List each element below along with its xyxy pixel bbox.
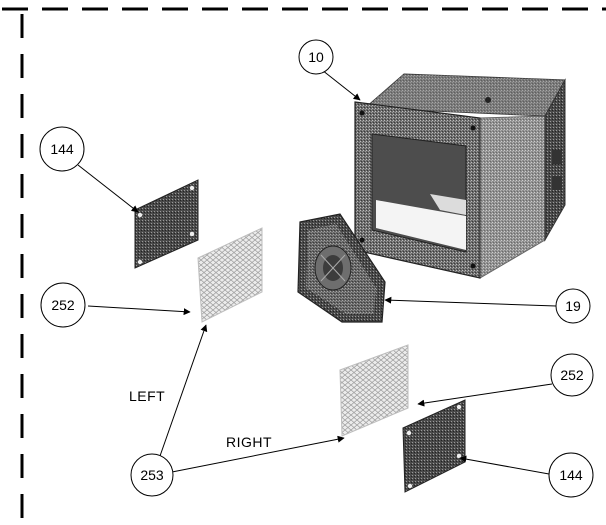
callout-label-252-left: 252	[51, 297, 75, 313]
callout-253: 253	[130, 453, 174, 497]
dashed-boundary	[2, 7, 606, 525]
leader-lines	[77, 69, 557, 475]
callout-label-144-bottom: 144	[559, 467, 583, 483]
callout-label-253: 253	[140, 467, 164, 483]
grille-plate-top	[134, 179, 199, 269]
mesh-filter-right	[339, 344, 409, 437]
callout-252-right: 252	[550, 353, 594, 397]
left-label: LEFT	[129, 388, 165, 404]
right-label: RIGHT	[226, 434, 272, 450]
fan-panel-part	[297, 213, 386, 323]
callout-label-10: 10	[308, 49, 324, 65]
callout-144-bottom: 144	[548, 452, 594, 498]
callout-10: 10	[298, 39, 334, 75]
callout-252-left: 252	[40, 282, 86, 328]
callout-label-19: 19	[565, 298, 581, 314]
housing-part	[354, 73, 566, 279]
callout-label-144-top: 144	[50, 141, 74, 157]
callout-144-top: 144	[39, 126, 85, 172]
mesh-filter-left	[197, 227, 263, 323]
grille-plate-bottom	[402, 399, 466, 493]
callout-19: 19	[555, 288, 591, 324]
callout-label-252-right: 252	[560, 367, 584, 383]
